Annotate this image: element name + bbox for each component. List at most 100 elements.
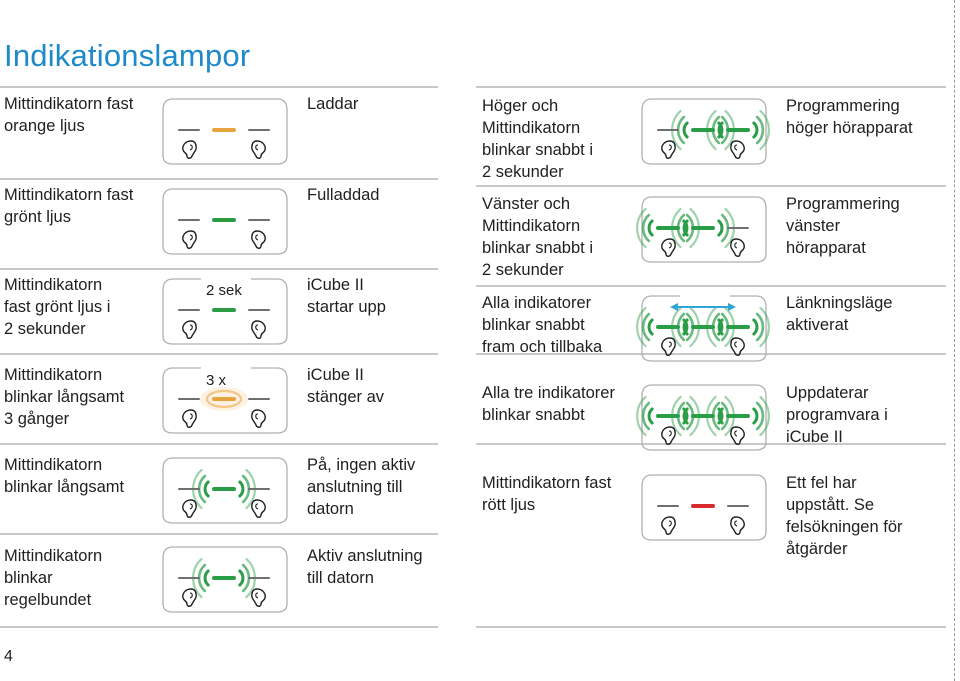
device-body bbox=[162, 188, 288, 255]
device-body bbox=[641, 384, 767, 451]
right-ear-icon bbox=[251, 230, 266, 249]
row-divider bbox=[476, 626, 946, 628]
right-ear-icon bbox=[730, 140, 745, 159]
indicator-description: Mittindikatorn fast grönt ljus i 2 sekun… bbox=[4, 276, 111, 338]
blink-wave-icon bbox=[682, 219, 689, 237]
right-ear-icon bbox=[251, 320, 266, 339]
indicator-meaning: Uppdaterar programvara i iCube II bbox=[786, 384, 888, 446]
blink-wave-icon bbox=[759, 109, 770, 151]
right-ear-icon bbox=[251, 409, 266, 428]
device-body bbox=[162, 98, 288, 165]
device-graphic bbox=[162, 546, 288, 613]
indicator-description: Mittindikatorn fast orange ljus bbox=[4, 95, 134, 135]
blink-wave-icon bbox=[759, 395, 770, 437]
blink-wave-icon bbox=[641, 213, 651, 243]
blink-wave-icon bbox=[636, 207, 647, 249]
device-illustration bbox=[636, 293, 770, 363]
device-illustration bbox=[640, 472, 768, 542]
blink-wave-icon bbox=[636, 306, 647, 348]
blink-wave-icon bbox=[755, 401, 765, 431]
indicator-meaning: Ett fel har uppstått. Se felsökningen fö… bbox=[786, 474, 903, 558]
left-ear-icon bbox=[661, 140, 676, 159]
arrow-head-icon bbox=[670, 303, 678, 311]
device-illustration bbox=[636, 194, 768, 264]
page-title: Indikationslampor bbox=[4, 38, 251, 73]
blink-wave-icon bbox=[752, 407, 759, 425]
right-ear-icon bbox=[251, 499, 266, 518]
indicator-description: Vänster och Mittindikatorn blinkar snabb… bbox=[482, 195, 593, 279]
cut-line bbox=[954, 0, 955, 681]
device-graphic bbox=[162, 278, 288, 345]
indicator-description: Alla tre indikatorer blinkar snabbt bbox=[482, 384, 615, 424]
glow-icon bbox=[205, 389, 243, 409]
duration-label: 2 sek bbox=[206, 282, 242, 299]
page-number: 4 bbox=[4, 648, 13, 665]
left-ear-icon bbox=[661, 426, 676, 445]
right-ear-icon bbox=[251, 588, 266, 607]
device-illustration bbox=[636, 382, 770, 452]
row-divider bbox=[0, 86, 438, 88]
device-graphic bbox=[162, 98, 288, 165]
blink-wave-icon bbox=[682, 121, 689, 139]
blink-wave-icon bbox=[752, 121, 759, 139]
row-divider bbox=[0, 268, 438, 270]
device-illustration bbox=[161, 276, 289, 346]
row-divider bbox=[476, 285, 946, 287]
repeat-label: 3 x bbox=[206, 372, 227, 389]
indicator-meaning: Programmering höger hörapparat bbox=[786, 97, 913, 137]
row-divider bbox=[0, 353, 438, 355]
device-illustration bbox=[161, 455, 289, 525]
device-body bbox=[641, 196, 767, 263]
row-divider bbox=[476, 86, 946, 88]
left-ear-icon bbox=[182, 409, 197, 428]
blink-wave-icon bbox=[641, 401, 651, 431]
indicator-meaning: Fulladdad bbox=[307, 186, 380, 204]
device-illustration bbox=[161, 186, 289, 256]
row-divider bbox=[476, 185, 946, 187]
blink-wave-icon bbox=[717, 318, 724, 336]
blink-wave-icon bbox=[238, 569, 245, 587]
device-body bbox=[641, 295, 767, 362]
row-divider bbox=[0, 533, 438, 535]
indicator-description: Mittindikatorn blinkar långsamt 3 gånger bbox=[4, 366, 125, 428]
device-graphic bbox=[636, 196, 767, 263]
blink-wave-icon bbox=[203, 569, 210, 587]
blink-wave-icon bbox=[636, 395, 647, 437]
right-ear-icon bbox=[730, 426, 745, 445]
blink-wave-icon bbox=[717, 121, 724, 139]
blink-wave-icon bbox=[755, 115, 765, 145]
device-body bbox=[162, 546, 288, 613]
indicator-meaning: iCube II startar upp bbox=[307, 276, 386, 316]
left-ear-icon bbox=[661, 337, 676, 356]
left-ear-icon bbox=[182, 320, 197, 339]
device-body bbox=[641, 474, 767, 541]
right-ear-icon bbox=[730, 337, 745, 356]
left-ear-icon bbox=[182, 588, 197, 607]
device-illustration bbox=[161, 544, 289, 614]
blink-wave-icon bbox=[647, 407, 654, 425]
left-ear-icon bbox=[182, 140, 197, 159]
blink-wave-icon bbox=[682, 407, 689, 425]
device-illustration bbox=[161, 365, 289, 435]
device-body bbox=[162, 367, 288, 434]
indicator-description: Höger och Mittindikatorn blinkar snabbt … bbox=[482, 97, 593, 181]
indicator-description: Mittindikatorn fast rött ljus bbox=[482, 474, 612, 514]
device-body bbox=[641, 98, 767, 165]
indicator-meaning: Laddar bbox=[307, 95, 359, 113]
right-ear-icon bbox=[730, 516, 745, 535]
blink-wave-icon bbox=[759, 306, 770, 348]
blink-wave-icon bbox=[752, 318, 759, 336]
indicator-description: Mittindikatorn blinkar långsamt bbox=[4, 456, 125, 496]
left-ear-icon bbox=[182, 230, 197, 249]
left-ear-icon bbox=[661, 238, 676, 257]
blink-wave-icon bbox=[641, 312, 651, 342]
blink-wave-icon bbox=[647, 219, 654, 237]
left-ear-icon bbox=[661, 516, 676, 535]
row-divider bbox=[476, 443, 946, 445]
indicator-description: Alla indikatorer blinkar snabbt fram och… bbox=[482, 294, 603, 356]
left-ear-icon bbox=[182, 499, 197, 518]
device-graphic bbox=[636, 295, 770, 362]
device-graphic bbox=[162, 188, 288, 255]
indicator-meaning: På, ingen aktiv anslutning till datorn bbox=[307, 456, 416, 518]
device-illustration bbox=[640, 96, 770, 166]
